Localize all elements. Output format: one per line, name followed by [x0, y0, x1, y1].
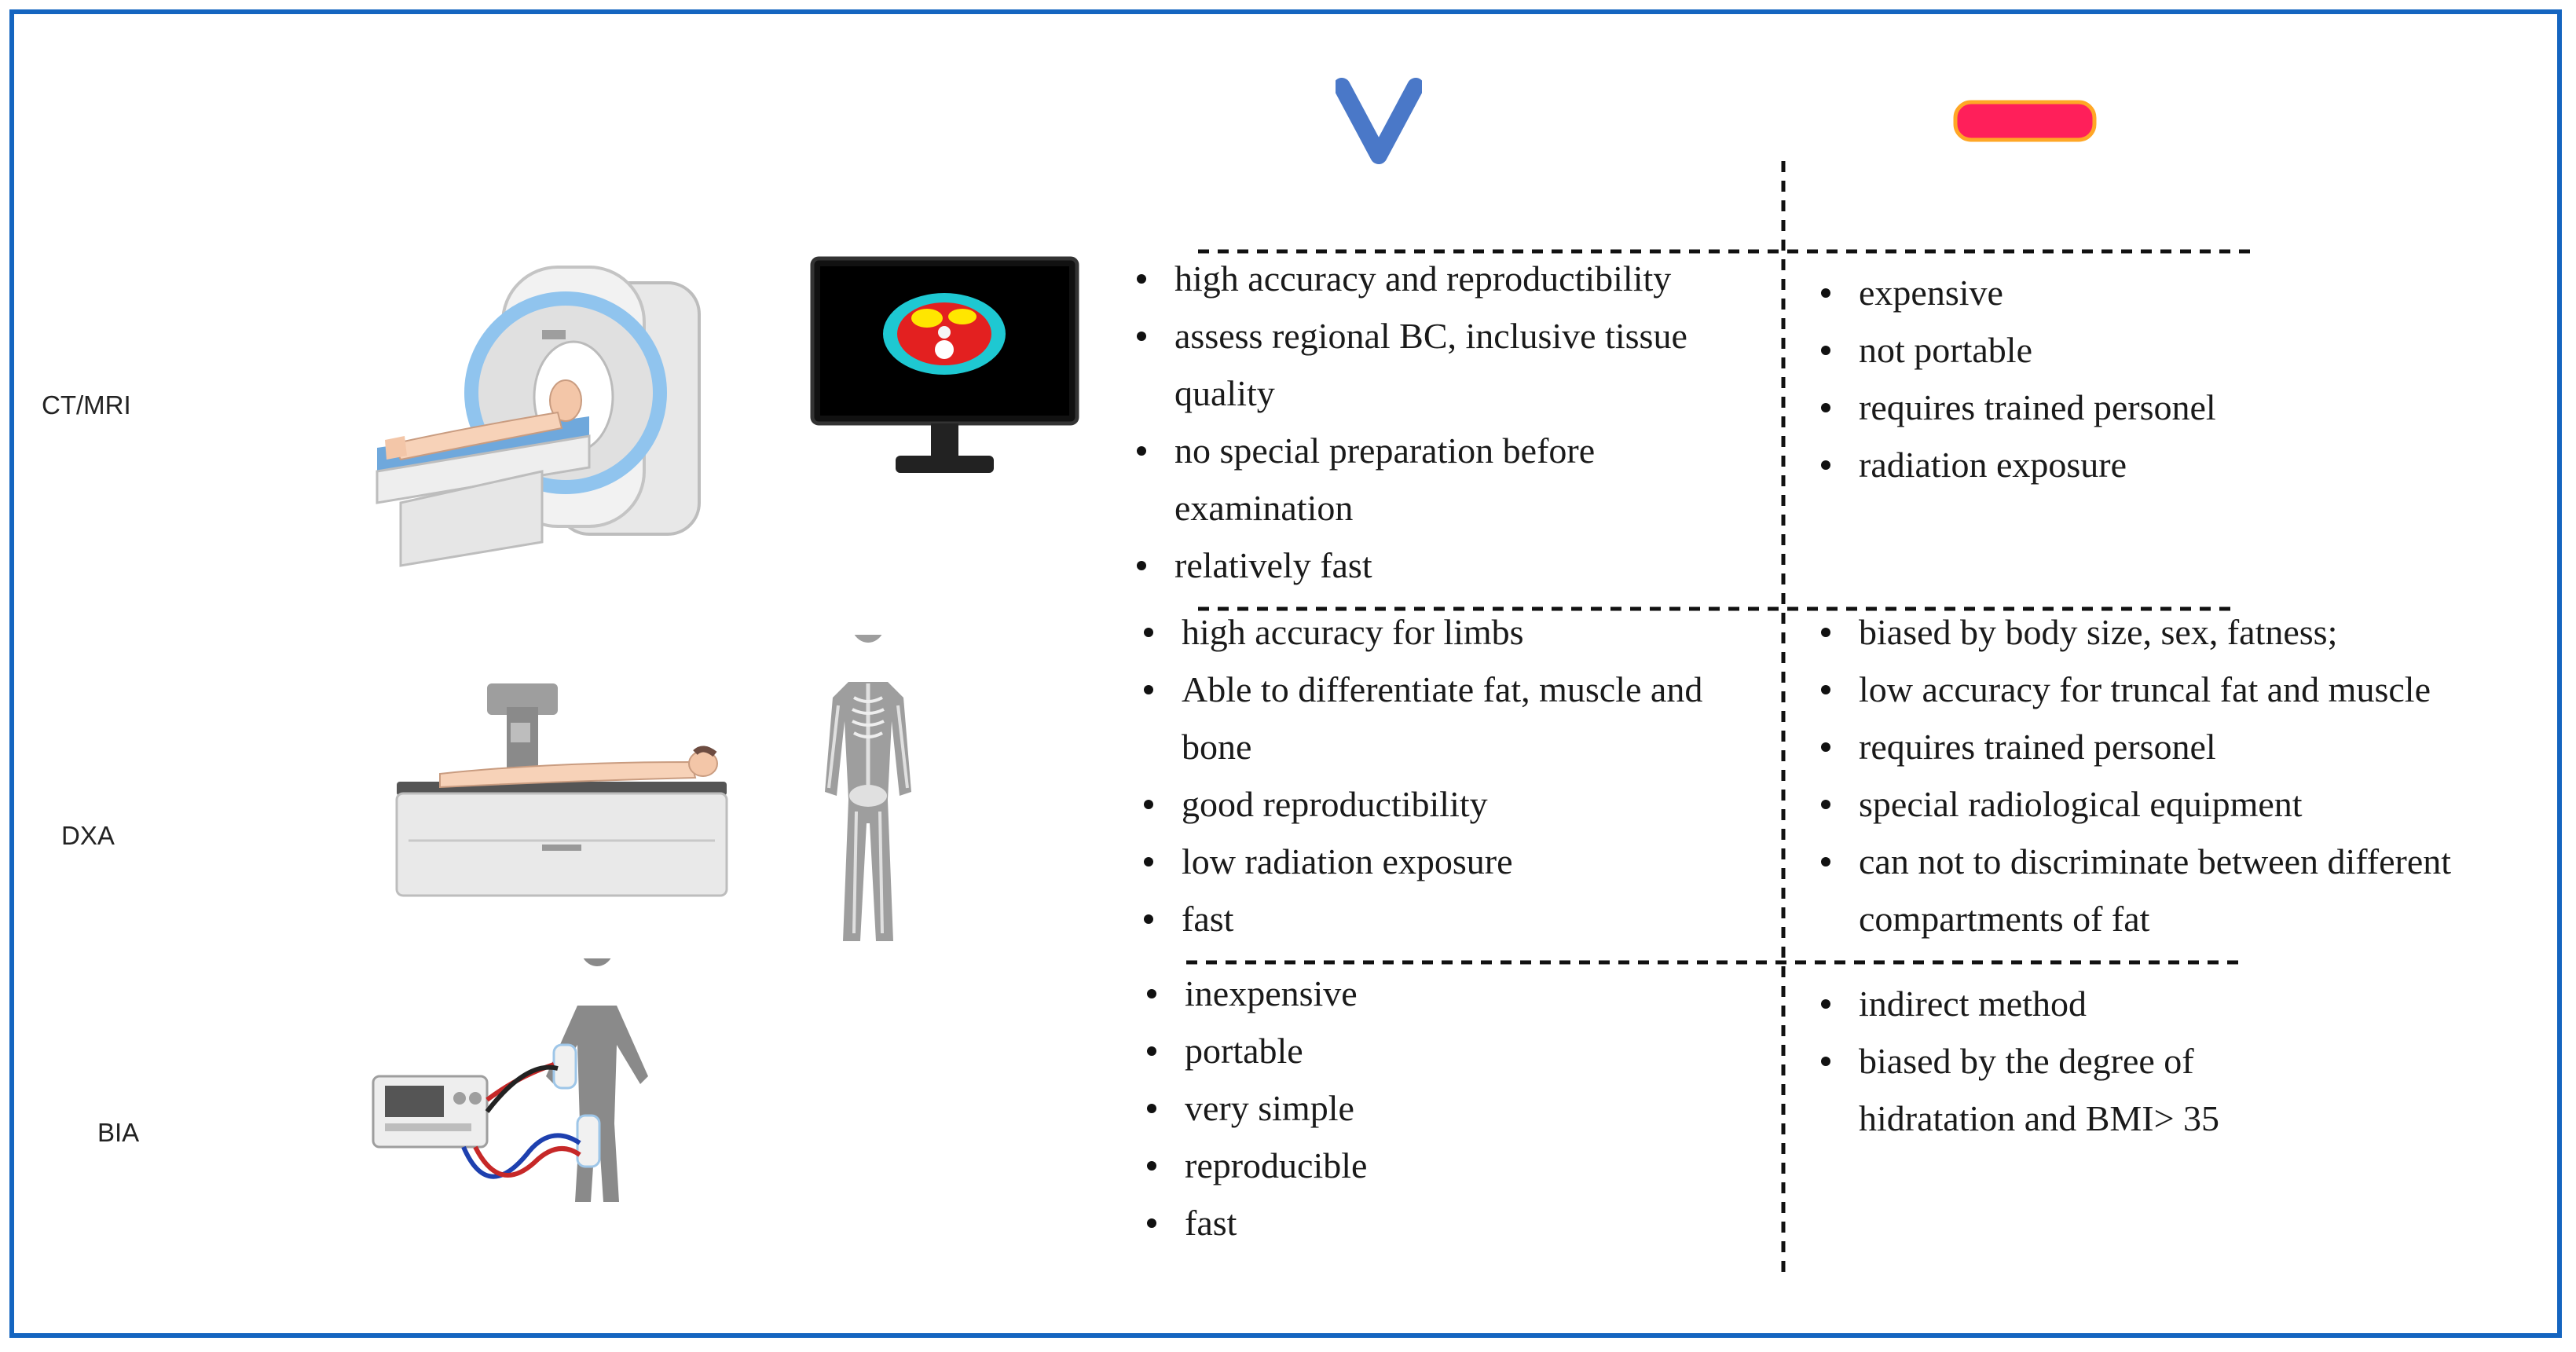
- list-item: requires trained personel: [1821, 379, 2512, 436]
- list-item: not portable: [1821, 321, 2512, 379]
- list-item: low accuracy for truncal fat and muscle: [1821, 661, 2528, 718]
- pros-list-bia: inexpensive portable very simple reprodu…: [1147, 965, 1760, 1251]
- list-item: special radiological equipment: [1821, 775, 2528, 833]
- cons-list-dxa: biased by body size, sex, fatness; low a…: [1821, 603, 2528, 947]
- list-item: very simple: [1147, 1079, 1760, 1137]
- list-item: requires trained personel: [1821, 718, 2528, 775]
- list-item: assess regional BC, inclusive tissue qua…: [1137, 307, 1750, 422]
- method-label-ct-mri: CT/MRI: [42, 390, 131, 420]
- cons-list-bia: indirect method biased by the degree of …: [1821, 975, 2292, 1147]
- method-label-bia: BIA: [97, 1118, 140, 1147]
- list-item: inexpensive: [1147, 965, 1760, 1022]
- skeleton-icon: [805, 635, 931, 949]
- list-item: Able to differentiate fat, muscle and bo…: [1144, 661, 1772, 775]
- list-item: biased by the degree of hidratation and …: [1821, 1032, 2292, 1147]
- list-item: fast: [1144, 890, 1772, 947]
- list-item: expensive: [1821, 264, 2512, 321]
- list-item: biased by body size, sex, fatness;: [1821, 603, 2528, 661]
- list-item: indirect method: [1821, 975, 2292, 1032]
- bia-device-icon: [369, 958, 691, 1210]
- list-item: high accuracy for limbs: [1144, 603, 1772, 661]
- minus-bar-icon: [1952, 97, 2098, 145]
- pros-list-dxa: high accuracy for limbs Able to differen…: [1144, 603, 1772, 947]
- cons-list-ct-mri: expensive not portable requires trained …: [1821, 264, 2512, 493]
- pros-list-ct-mri: high accuracy and reproductibility asses…: [1137, 250, 1750, 594]
- monitor-ct-slice-icon: [809, 255, 1080, 479]
- list-item: good reproductibility: [1144, 775, 1772, 833]
- list-item: no special preparation before examinatio…: [1137, 422, 1750, 537]
- list-item: high accuracy and reproductibility: [1137, 250, 1750, 307]
- check-v-icon: [1336, 77, 1422, 165]
- list-item: portable: [1147, 1022, 1760, 1079]
- list-item: radiation exposure: [1821, 436, 2512, 493]
- list-item: fast: [1147, 1194, 1760, 1251]
- dxa-scanner-icon: [393, 676, 731, 900]
- list-item: reproducible: [1147, 1137, 1760, 1194]
- list-item: can not to discriminate between differen…: [1821, 833, 2528, 947]
- list-item: relatively fast: [1137, 537, 1750, 594]
- method-label-dxa: DXA: [61, 821, 115, 850]
- list-item: low radiation exposure: [1144, 833, 1772, 890]
- ct-scanner-icon: [369, 259, 738, 573]
